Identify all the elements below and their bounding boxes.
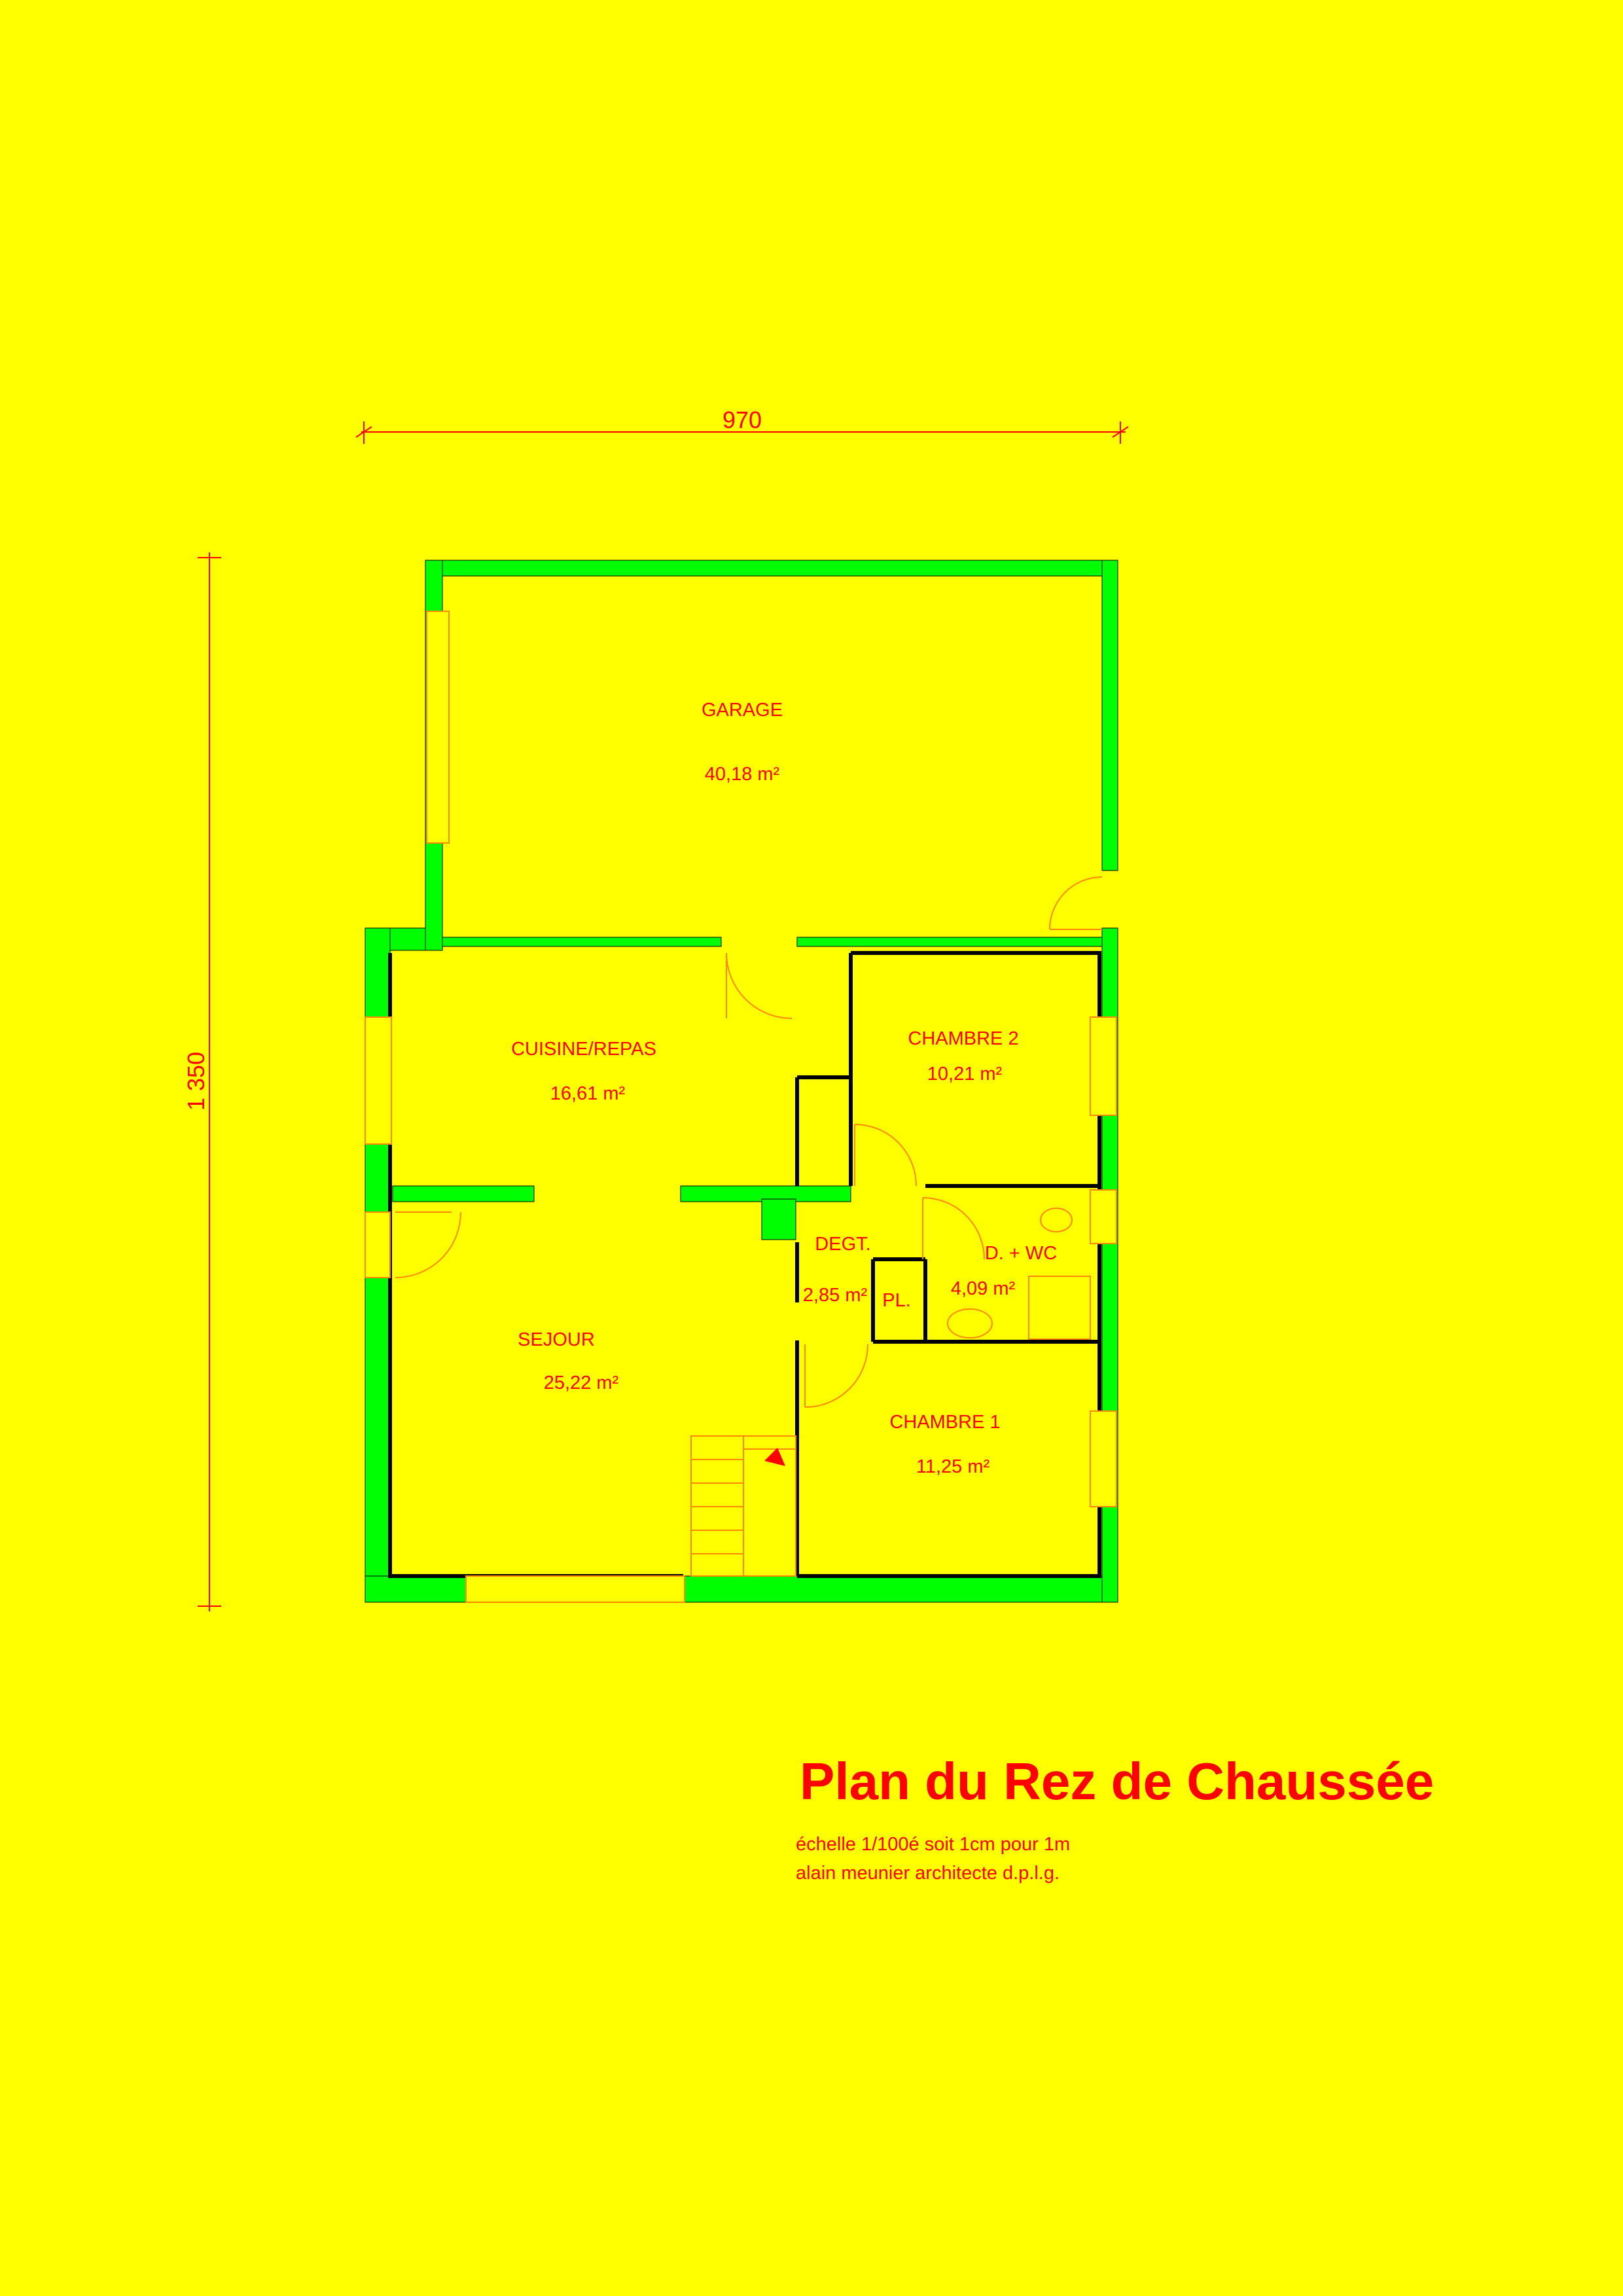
washbasin-icon <box>947 1308 993 1338</box>
room-douche-wc-name: D. + WC <box>985 1243 1057 1264</box>
toilet-icon <box>1040 1208 1073 1232</box>
room-garage-name: GARAGE <box>702 700 783 721</box>
room-chambre2-area: 10,21 m² <box>927 1064 1003 1085</box>
room-placard-name: PL. <box>882 1290 911 1311</box>
room-douche-wc-area: 4,09 m² <box>951 1278 1016 1299</box>
height-dimension-line <box>198 552 221 1611</box>
height-dimension-label: 1 350 <box>183 1052 209 1111</box>
width-dimension-line <box>355 422 1129 444</box>
room-degt-area: 2,85 m² <box>803 1285 868 1306</box>
room-garage-area: 40,18 m² <box>705 764 780 785</box>
room-chambre1-name: CHAMBRE 1 <box>889 1412 1000 1433</box>
interior-green-partitions <box>392 1185 851 1240</box>
room-sejour-name: SEJOUR <box>518 1329 595 1350</box>
plan-title: Plan du Rez de Chaussée <box>800 1752 1435 1810</box>
door-swings <box>395 876 1103 1408</box>
room-chambre1-area: 11,25 m² <box>916 1456 990 1477</box>
author-credit: alain meunier architecte d.p.l.g. <box>796 1863 1060 1884</box>
windows <box>365 611 1117 1603</box>
room-cuisine-area: 16,61 m² <box>550 1083 626 1104</box>
room-cuisine-name: CUISINE/REPAS <box>511 1039 656 1060</box>
room-chambre2-name: CHAMBRE 2 <box>908 1028 1018 1049</box>
width-dimension-label: 970 <box>722 406 762 433</box>
room-sejour-area: 25,22 m² <box>544 1372 619 1393</box>
bathroom-fixtures <box>947 1208 1091 1340</box>
stair-arrow-icon <box>764 1448 785 1466</box>
scale-note: échelle 1/100é soit 1cm pour 1m <box>796 1834 1071 1855</box>
staircase <box>690 1435 796 1577</box>
room-degt-name: DEGT. <box>815 1234 870 1255</box>
